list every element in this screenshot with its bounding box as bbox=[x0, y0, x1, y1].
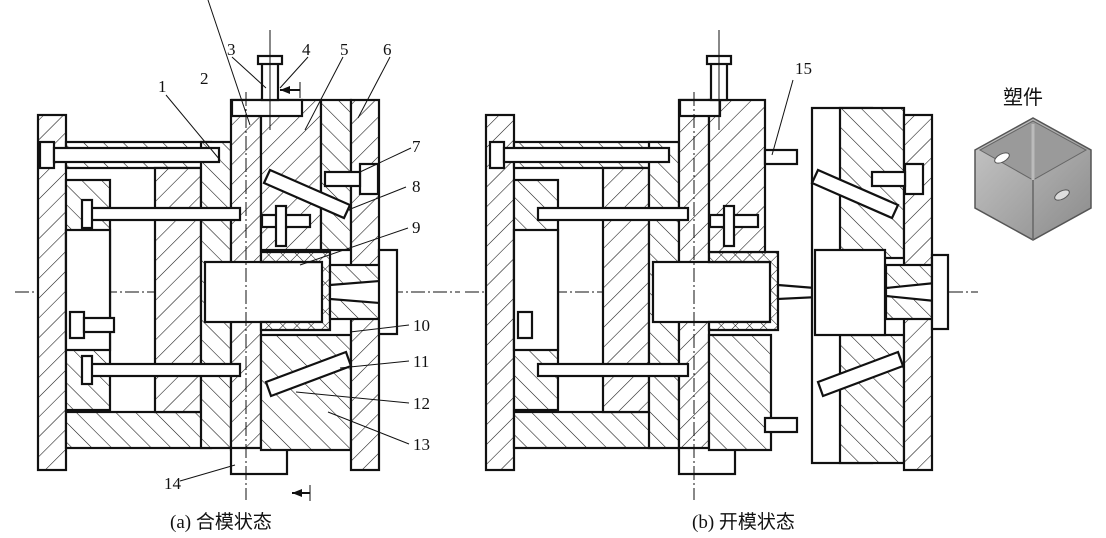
movable-clamp-plate-b bbox=[484, 113, 516, 472]
screw-head-top-b bbox=[488, 140, 506, 170]
leader-label-4: 4 bbox=[302, 40, 311, 59]
product-illustration: 塑件 bbox=[974, 85, 1092, 241]
spring-plate-b bbox=[678, 98, 722, 118]
leader-label-2: 2 bbox=[200, 69, 209, 88]
limit-bracket-14 bbox=[229, 446, 289, 476]
leader-label-13: 13 bbox=[413, 435, 430, 454]
leader-label-14: 14 bbox=[164, 474, 182, 493]
core-insert-b bbox=[651, 260, 777, 324]
screw-shank-b bbox=[870, 170, 907, 188]
pin-8-head-b bbox=[722, 204, 736, 248]
leader-label-3: 3 bbox=[227, 40, 236, 59]
leader-label-5: 5 bbox=[340, 40, 349, 59]
ejector-head-bottom bbox=[80, 354, 94, 386]
guide-pin-bottom-b bbox=[763, 416, 799, 434]
leader-label-15: 15 bbox=[795, 59, 812, 78]
screw-7-head bbox=[358, 162, 380, 196]
leader-lines-a bbox=[165, 0, 412, 482]
slider-bottom-b bbox=[707, 333, 773, 452]
cavity-b bbox=[813, 248, 887, 337]
bottom-spacer-b bbox=[512, 410, 661, 450]
leader-label-9: 9 bbox=[412, 218, 421, 237]
ejector-rod-top-b bbox=[536, 206, 690, 222]
leader-label-10: 10 bbox=[413, 316, 430, 335]
molded-part-section-b bbox=[707, 250, 780, 332]
angled-pin-bottom bbox=[264, 350, 353, 398]
caption-a: (a) 合模状态 bbox=[170, 511, 272, 533]
screw-mid bbox=[82, 316, 116, 334]
leader-line-15 bbox=[771, 79, 794, 156]
closed-mold-view: 1 2 3 4 5 6 7 8 9 10 11 12 13 14 (a) 合模状… bbox=[15, 0, 460, 533]
screw-7-shank bbox=[323, 170, 362, 188]
locating-ring bbox=[377, 248, 399, 336]
leader-label-1: 1 bbox=[158, 77, 167, 96]
caption-b: (b) 开模状态 bbox=[692, 511, 795, 533]
ejector-rod-bottom bbox=[88, 362, 242, 378]
leader-label-12: 12 bbox=[413, 394, 430, 413]
screw-head-top bbox=[38, 140, 56, 170]
angled-pin-bottom-b bbox=[816, 350, 905, 398]
leader-label-11: 11 bbox=[413, 352, 429, 371]
screw-head-mid bbox=[68, 310, 86, 340]
ejector-head-top bbox=[80, 198, 94, 230]
core-insert bbox=[203, 260, 329, 324]
angled-pin-top-b bbox=[810, 168, 900, 220]
leader-label-7: 7 bbox=[412, 137, 421, 156]
leader-label-6: 6 bbox=[383, 40, 392, 59]
pin-8-head bbox=[274, 204, 288, 248]
guide-pin-15-top bbox=[763, 148, 799, 166]
product-label: 塑件 bbox=[1003, 85, 1043, 109]
leader-label-8: 8 bbox=[412, 177, 421, 196]
locating-ring-b bbox=[930, 253, 950, 331]
ejector-rod-top bbox=[88, 206, 242, 222]
open-mold-view: 15 (b) 开模状态 bbox=[465, 30, 978, 533]
ejector-rod-bottom-b bbox=[536, 362, 690, 378]
bottom-spacer bbox=[64, 410, 213, 450]
slider-top-b bbox=[707, 98, 767, 254]
limit-bracket-b bbox=[677, 446, 737, 476]
screw-head-mid-b bbox=[516, 310, 534, 340]
screw-head-b bbox=[903, 162, 925, 196]
screw-top bbox=[52, 146, 221, 164]
angled-pin-top bbox=[262, 168, 352, 220]
screw-top-b bbox=[502, 146, 671, 164]
